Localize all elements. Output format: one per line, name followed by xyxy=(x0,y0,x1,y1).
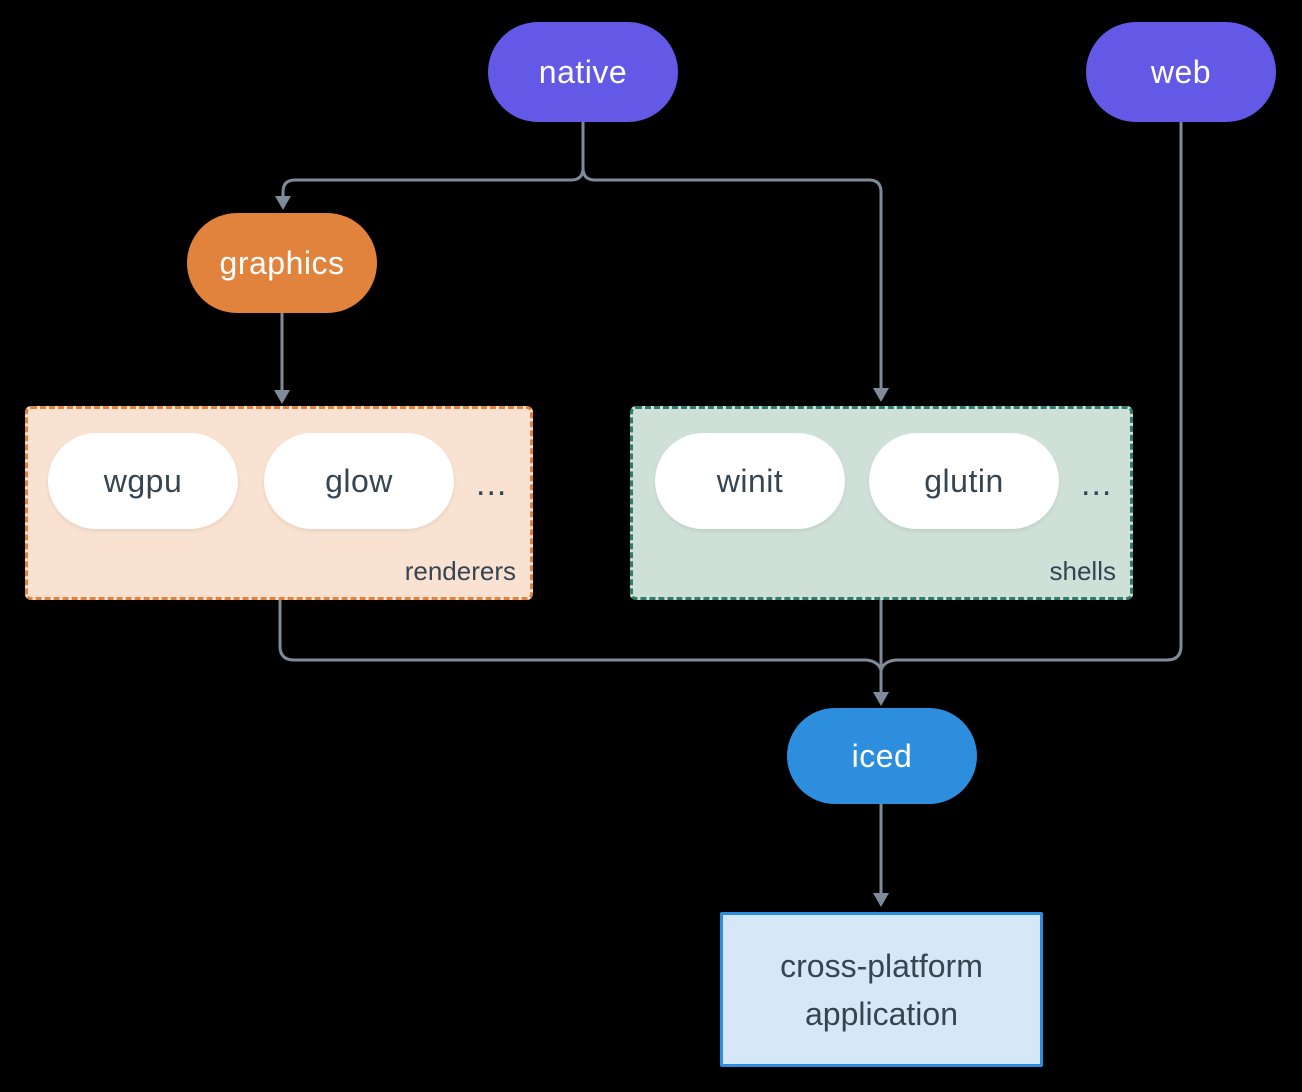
iced-node: iced xyxy=(787,708,977,804)
web-label: web xyxy=(1150,53,1212,90)
graphics-node: graphics xyxy=(187,213,377,313)
graphics-label: graphics xyxy=(219,244,345,281)
shells-label: shells xyxy=(1049,556,1116,586)
glow-node: glow xyxy=(264,433,454,529)
glow-label: glow xyxy=(325,462,393,499)
app-node: cross-platform application xyxy=(720,912,1043,1067)
shells-ellipsis: ... xyxy=(1081,465,1113,503)
wgpu-label: wgpu xyxy=(103,462,183,499)
renderers-ellipsis: ... xyxy=(476,465,508,503)
native-label: native xyxy=(538,53,628,90)
iced-label: iced xyxy=(851,737,913,774)
native-node: native xyxy=(488,22,678,122)
edge-renderers-to-merge xyxy=(278,600,883,671)
shells-group: winit glutin ... shells xyxy=(630,406,1133,600)
winit-label: winit xyxy=(716,462,784,499)
app-label-line2: application xyxy=(805,995,958,1032)
edge-native-to-graphics xyxy=(281,122,585,196)
wgpu-node: wgpu xyxy=(48,433,238,529)
web-node: web xyxy=(1086,22,1276,122)
arrowhead-iced xyxy=(873,692,889,706)
renderers-label: renderers xyxy=(404,556,516,586)
glutin-node: glutin xyxy=(869,433,1059,529)
glutin-label: glutin xyxy=(924,462,1004,499)
app-label-line1: cross-platform xyxy=(780,947,983,984)
winit-node: winit xyxy=(655,433,845,529)
arrowhead-shells xyxy=(873,388,889,402)
arrowhead-renderers xyxy=(274,390,290,404)
arrowhead-app xyxy=(873,893,889,907)
arrowhead-graphics xyxy=(275,196,291,210)
renderers-group: wgpu glow ... renderers xyxy=(25,406,533,600)
edge-native-to-shells xyxy=(581,122,883,388)
